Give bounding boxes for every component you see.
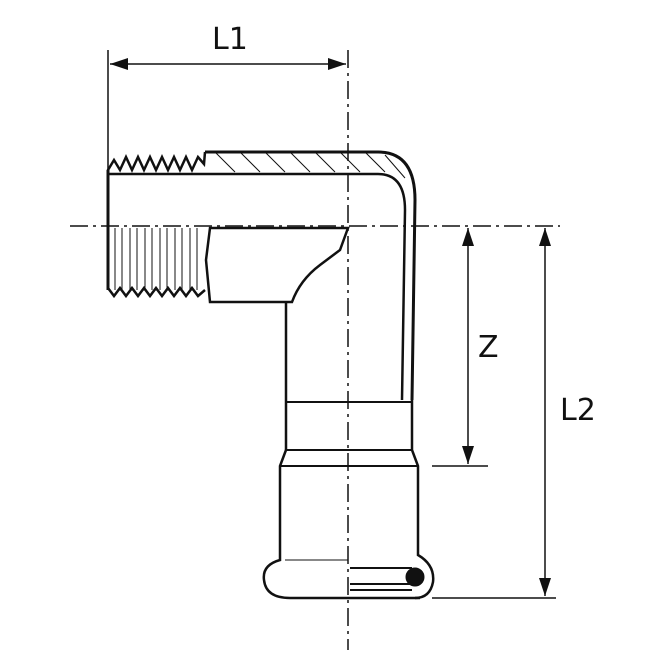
wall-hatching	[214, 151, 406, 179]
lower-thread	[107, 285, 206, 299]
o-ring	[405, 567, 425, 587]
body-outer-wall	[205, 150, 417, 401]
press-end-right	[410, 400, 435, 600]
l1-label: L1	[212, 22, 248, 57]
seal-ring-lines	[350, 567, 412, 591]
l2-label: L2	[560, 393, 596, 428]
press-end-left	[262, 449, 420, 600]
thread-hatch	[114, 228, 198, 290]
z-label: Z	[478, 330, 499, 365]
body-inner-wall	[108, 172, 407, 401]
inner-cutaway	[204, 226, 350, 304]
outer-thread	[106, 151, 207, 176]
